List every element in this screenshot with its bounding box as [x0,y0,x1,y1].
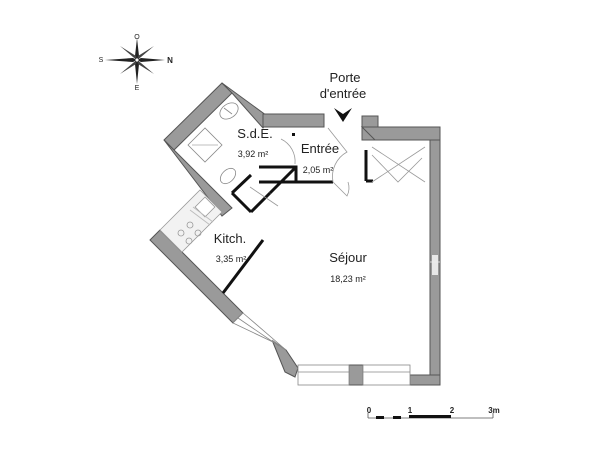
scale-tick-2: 2 [450,406,455,415]
entrance-label-line1: Porte [329,70,360,85]
doors [249,127,426,207]
bathroom-fixtures [187,102,239,185]
interior-partitions [221,133,373,294]
compass-label-top: O [134,34,140,41]
exterior-walls [149,82,441,386]
room-sejour: Séjour 18,23 m² [329,250,367,284]
room-entree: Entrée 2,05 m² [301,141,339,175]
scale-tick-3: 3m [488,406,500,415]
room-name: Kitch. [214,231,247,246]
room-kitchen: Kitch. 3,35 m² [214,231,247,264]
room-name: Entrée [301,141,339,156]
compass-label-left: S [99,57,104,64]
entrance-label-line2: d'entrée [320,86,367,101]
room-area: 3,92 m² [238,149,269,159]
room-area: 2,05 m² [303,165,334,175]
windows [232,255,440,386]
scale-tick-1: 1 [408,406,413,415]
compass-rose-icon: O S N E [99,34,173,92]
room-name: Séjour [329,250,367,265]
compass-label-bottom: E [135,85,140,92]
room-sde: S.d.E. 3,92 m² [237,126,272,159]
kitchen-counter [159,189,223,253]
compass-label-right: N [167,56,173,65]
scale-tick-0: 0 [367,406,372,415]
entrance-arrow-icon [334,108,352,122]
room-name: S.d.E. [237,126,272,141]
room-area: 18,23 m² [330,274,366,284]
room-area: 3,35 m² [216,254,247,264]
scale-bar: 0 1 2 3m [367,406,500,419]
